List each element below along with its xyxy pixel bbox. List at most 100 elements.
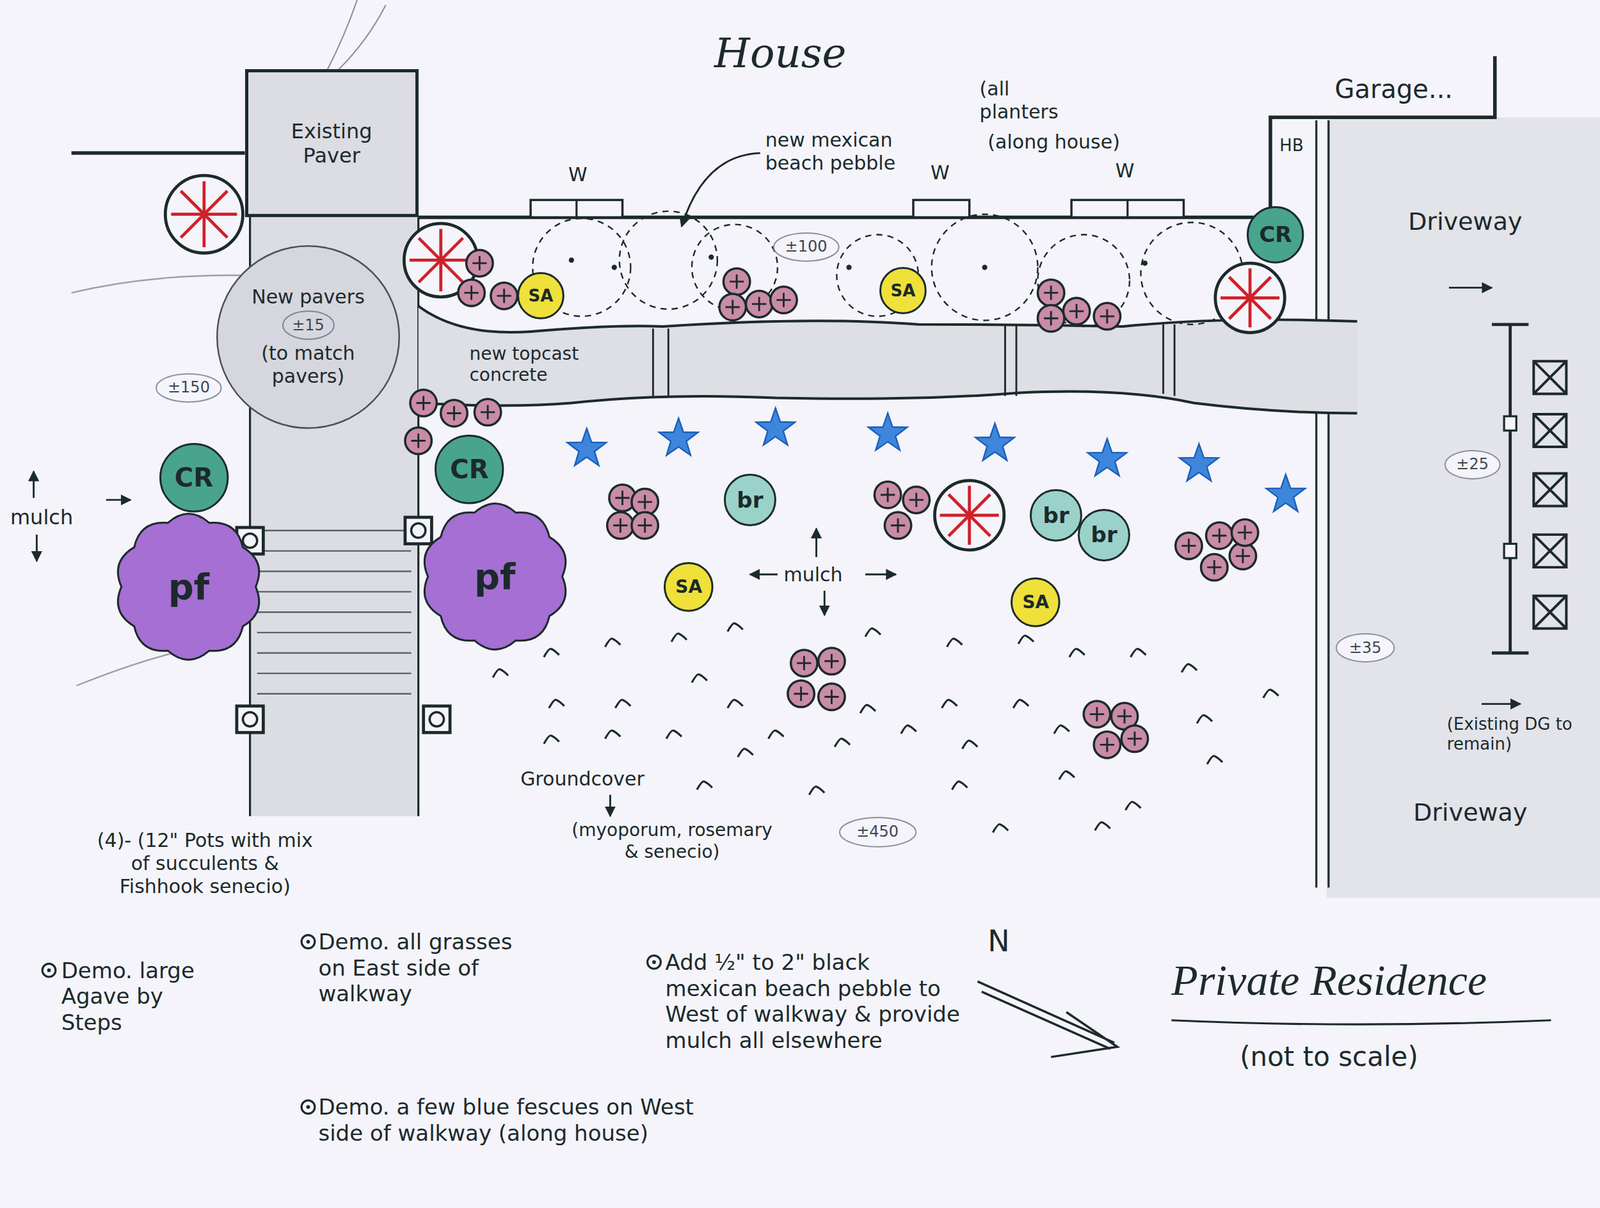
groundcover-mark (604, 730, 621, 739)
grass-cross (1100, 309, 1115, 324)
grass-circle (723, 268, 750, 295)
fescue-star (1179, 443, 1219, 481)
tree-spoke (180, 190, 228, 238)
grass-symbol (1231, 519, 1258, 546)
grass-circle (874, 481, 901, 508)
tree-symbol (165, 175, 243, 253)
pot-symbol (405, 517, 432, 544)
tree-outline (165, 175, 243, 253)
grass-cross (1089, 706, 1104, 721)
plan-note: (all planters (979, 77, 1070, 124)
mulch-arrow (32, 471, 35, 498)
demo-note: Demo. large Agave by Steps (61, 957, 228, 1036)
grass-cross (909, 492, 924, 507)
plant-br: br (1077, 508, 1131, 562)
title-underline (1171, 1020, 1551, 1024)
grass-cross (1117, 709, 1132, 724)
groundcover-mark (768, 730, 784, 739)
elevation-oval-shape (1445, 450, 1501, 479)
pot-symbol (423, 705, 450, 733)
pot-square (423, 705, 450, 733)
grass-cross (472, 256, 487, 271)
fence-post (1504, 416, 1517, 431)
groundcover-mark (1196, 714, 1213, 724)
plant-sa-shape (1011, 577, 1060, 626)
node-label: (to match pavers) (243, 341, 372, 388)
grass-symbol (410, 389, 437, 416)
groundcover-mark (1013, 699, 1029, 708)
fence-panel (1533, 534, 1567, 568)
grass-cross (1207, 560, 1222, 575)
grass-circle (745, 290, 772, 317)
plant-cr: CR (1246, 206, 1304, 264)
grass-circle (1093, 302, 1120, 329)
grass-symbol (884, 512, 911, 539)
grass-symbol (719, 293, 746, 320)
area-name: Driveway (1413, 798, 1528, 828)
grass-cross (725, 300, 740, 315)
grass-cross (776, 292, 791, 307)
grass-circle (1201, 553, 1228, 580)
window (1071, 199, 1184, 217)
node-label: br (736, 487, 763, 514)
north-arrow (977, 981, 1117, 1057)
demo-note: Demo. a few blue fescues on West side of… (318, 1093, 703, 1147)
groundcover-mark (615, 699, 631, 708)
groundcover-mark (834, 738, 850, 747)
house-wall (418, 56, 1496, 218)
groundcover-mark (1095, 821, 1111, 831)
grass-symbol (466, 249, 493, 276)
plant-pf: pf (112, 510, 265, 664)
grass-symbol (474, 398, 501, 425)
area-name: mulch (10, 504, 73, 530)
grass-cross (824, 654, 839, 669)
grass-symbol (818, 683, 845, 710)
area-name: Groundcover (520, 767, 645, 791)
planter-outline (931, 214, 1039, 321)
mulch-arrow (865, 573, 896, 576)
note-bullet (301, 1100, 315, 1114)
grass-cross (1043, 311, 1058, 326)
planter-dot (568, 257, 575, 263)
grass-cross (1235, 548, 1250, 563)
groundcover-mark (865, 628, 881, 637)
elevation-oval-shape (839, 817, 916, 847)
tree-symbol (1215, 263, 1285, 333)
grass-circle (458, 279, 485, 306)
groundcover-mark (1181, 663, 1197, 672)
node-label: ±15 (291, 316, 325, 335)
tree-spoke (1229, 277, 1272, 319)
node-label: CR (174, 462, 214, 493)
plant-cr: CR (159, 442, 229, 512)
plant-sa-shape (518, 273, 564, 319)
node-label: ±25 (1456, 455, 1489, 474)
plant-br: br (1029, 488, 1083, 542)
node-label: Existing Paver (267, 119, 396, 169)
groundcover-mark (737, 748, 754, 758)
demo-note: Demo. all grasses on East side of walkwa… (318, 928, 530, 1007)
grass-circle (405, 427, 432, 454)
groundcover-mark (947, 638, 963, 648)
hose-bib-tag: HB (1279, 135, 1304, 156)
demo-note: Add ½" to 2" black mexican beach pebble … (665, 949, 967, 1054)
grass-cross (464, 285, 479, 300)
grass-symbol (903, 486, 930, 513)
grass-cross (1212, 528, 1227, 543)
plan-note: new mexican beach pebble (765, 128, 916, 175)
tree-spoke (418, 238, 463, 283)
grass-cross (796, 656, 811, 671)
planter-dot (1142, 260, 1148, 266)
driveway-edge (1327, 120, 1330, 888)
node-label: CR (1258, 221, 1292, 248)
elevation-oval: ±450 (839, 816, 917, 848)
grass-symbol (1093, 302, 1120, 329)
building-name: House (714, 28, 847, 79)
grass-cross (1100, 737, 1115, 752)
grass-symbol (440, 400, 468, 427)
grass-cross (752, 296, 767, 312)
window-tag: W (568, 163, 588, 187)
fence (1508, 324, 1512, 653)
node-label: pf (474, 554, 516, 598)
plant-sa-shape (880, 268, 927, 314)
